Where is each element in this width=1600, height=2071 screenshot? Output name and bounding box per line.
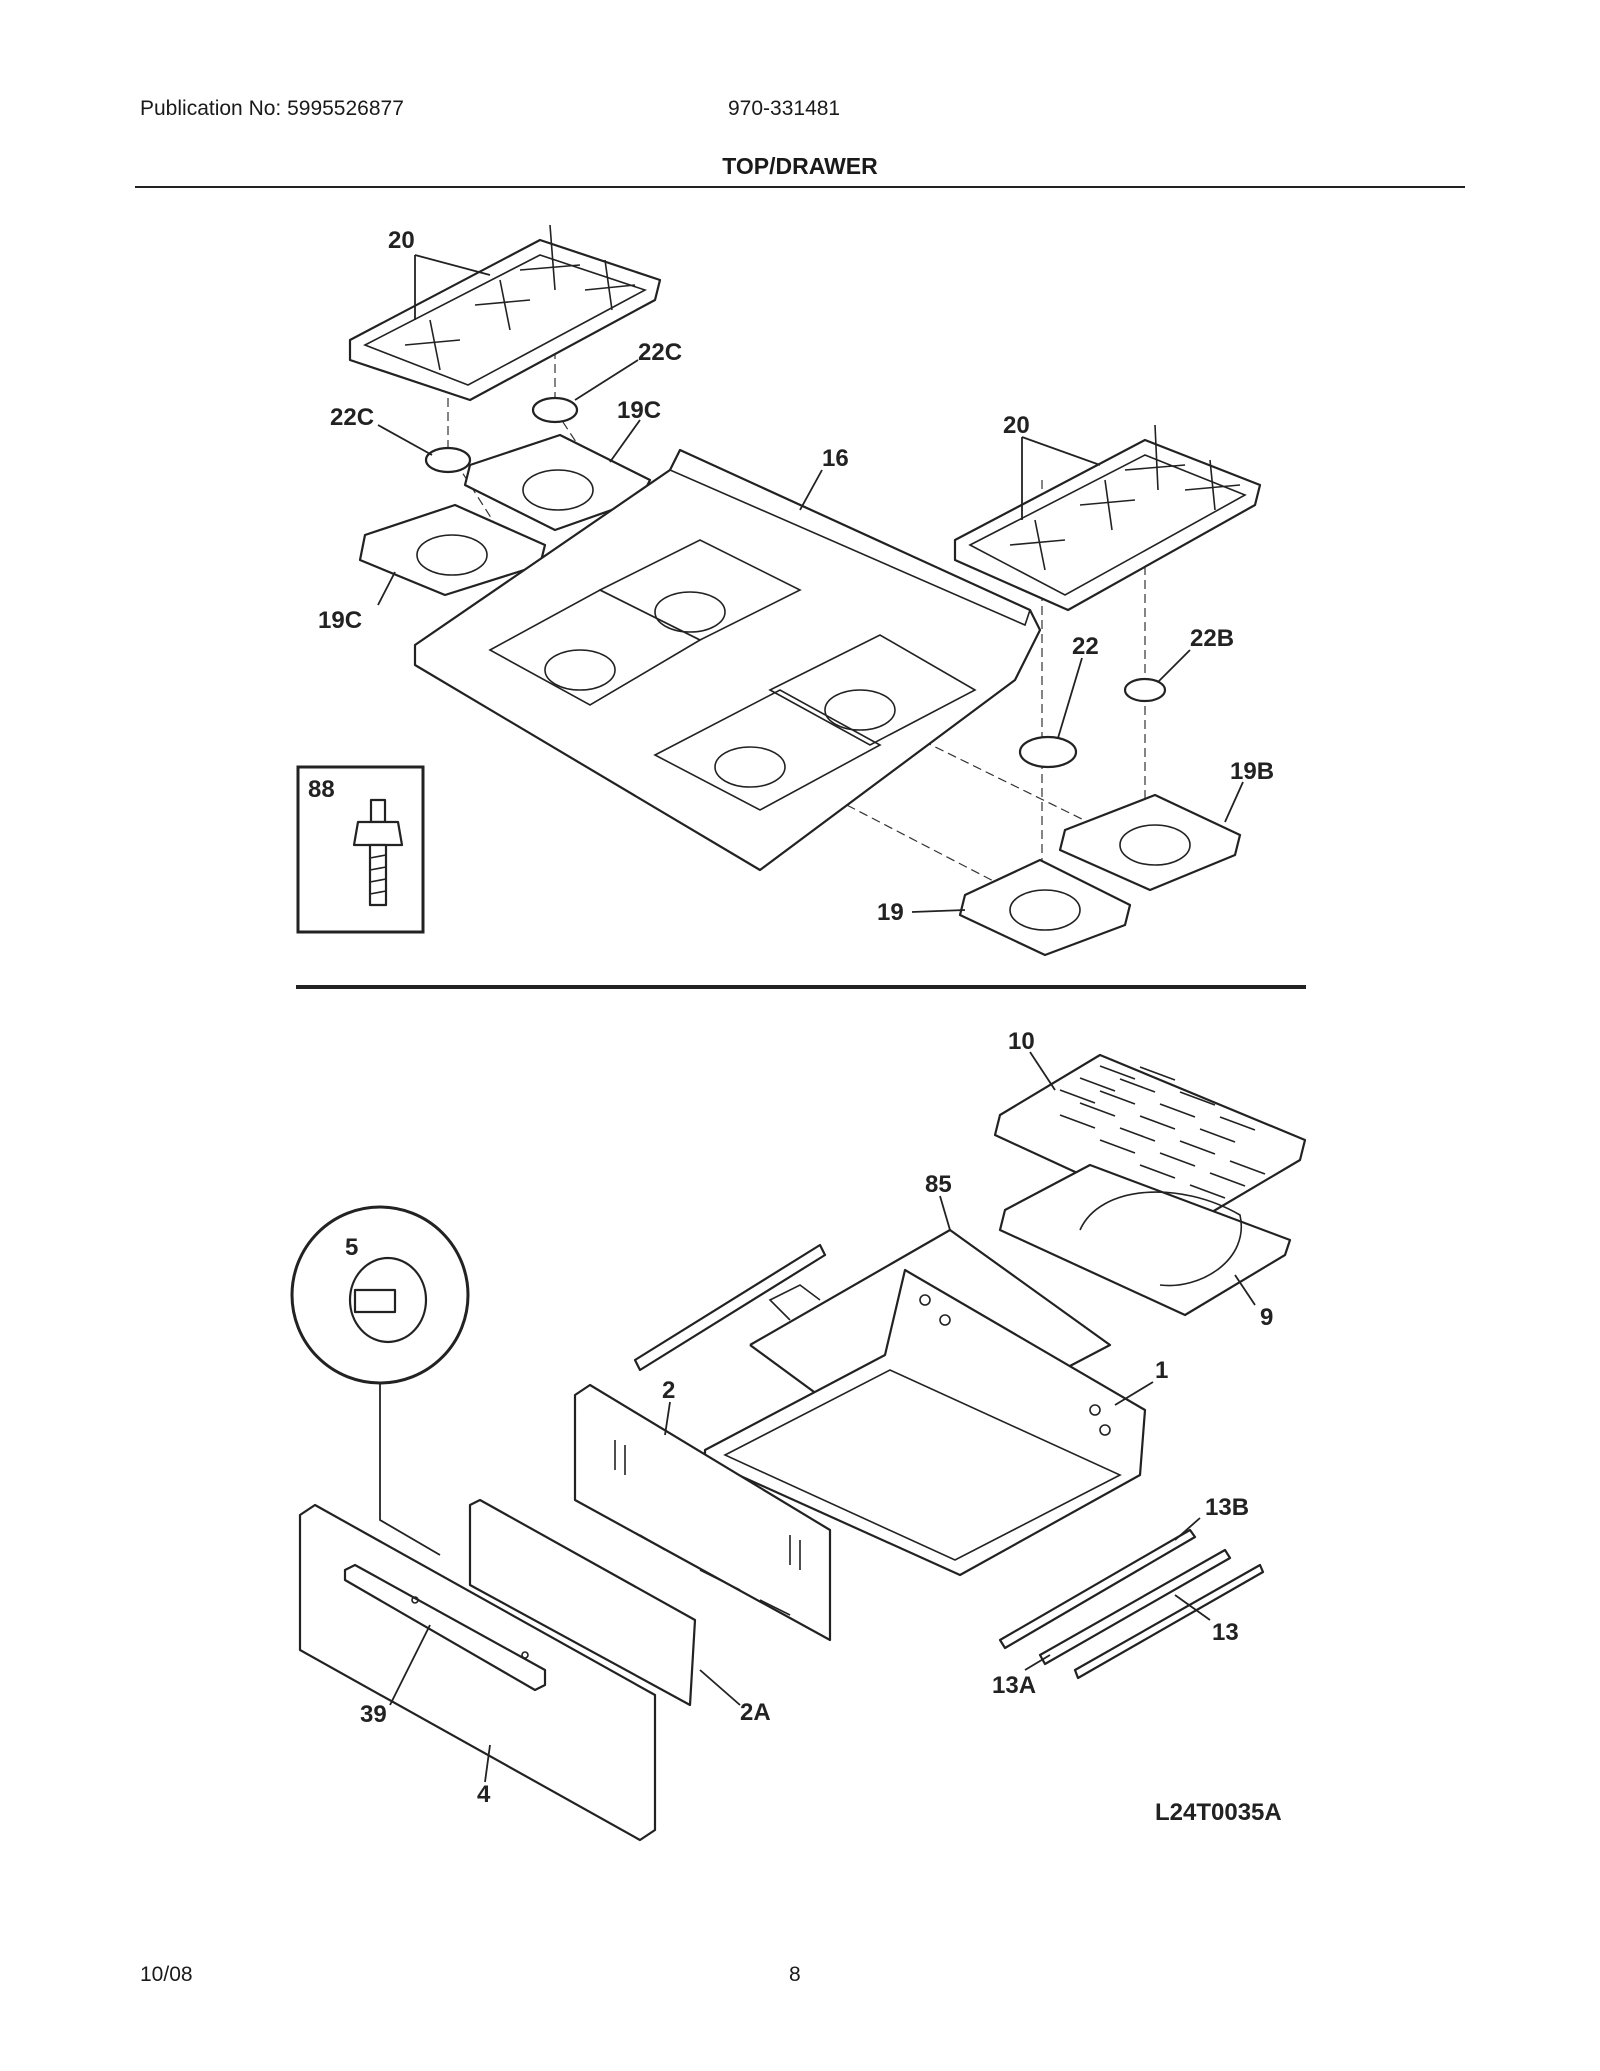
callout-1: 1 [1155,1357,1168,1384]
drawer-front [468,1498,697,1707]
footer-date: 10/08 [140,1963,193,1986]
model-number: 970-331481 [728,97,841,120]
drip-pan-19 [958,858,1132,957]
callout-13a: 13A [992,1672,1036,1699]
leader-lines-bottom [389,1051,1256,1783]
left-rail [633,1243,827,1372]
grate-left [348,224,662,402]
screw-inset [296,765,425,934]
broiler-pan [998,1163,1292,1317]
callout-13: 13 [1212,1619,1239,1646]
callout-2: 2 [662,1377,675,1404]
clip-inset [290,1205,470,1556]
drip-pan-19b [1058,793,1242,892]
cooktop-16 [413,448,1042,872]
callout-22: 22 [1072,633,1099,660]
callout-16: 16 [822,445,849,472]
drawer-back [573,1383,832,1642]
grate-right [953,424,1262,612]
callout-22c-front: 22C [330,404,374,431]
callout-22c-rear: 22C [638,339,682,366]
section-divider [296,985,1306,989]
callout-labels: 20 22C 22C 19C 19C 16 20 22 22B 19B 19 8… [308,227,1282,1826]
callout-85: 85 [925,1171,952,1198]
callout-20-right: 20 [1003,412,1030,439]
callout-88: 88 [308,776,335,803]
page-title: TOP/DRAWER [722,153,878,179]
broiler-insert [993,1053,1307,1227]
burner-cap-22c-front [424,446,472,474]
callout-19b: 19B [1230,758,1274,785]
burner-cap-22 [1018,735,1078,769]
drawer-panel [298,1503,657,1842]
callout-22b: 22B [1190,625,1234,652]
drawer-slides [998,1528,1265,1680]
callout-10: 10 [1008,1028,1035,1055]
callout-19: 19 [877,899,904,926]
callout-20-left: 20 [388,227,415,254]
callout-2a: 2A [740,1699,771,1726]
page-number: 8 [789,1963,801,1986]
header-rule [135,186,1465,188]
callout-9: 9 [1260,1304,1273,1331]
publication-number: Publication No: 5995526877 [140,97,404,120]
callout-4: 4 [477,1781,491,1808]
callout-39: 39 [360,1701,387,1728]
callout-19c-front: 19C [318,607,362,634]
burner-cap-22c-rear [531,396,579,424]
diagram-code: L24T0035A [1155,1799,1282,1826]
callout-19c-rear: 19C [617,397,661,424]
callout-5: 5 [345,1234,358,1261]
leader-lines-top [377,254,1244,913]
callout-13b: 13B [1205,1494,1249,1521]
burner-cap-22b [1123,677,1167,703]
